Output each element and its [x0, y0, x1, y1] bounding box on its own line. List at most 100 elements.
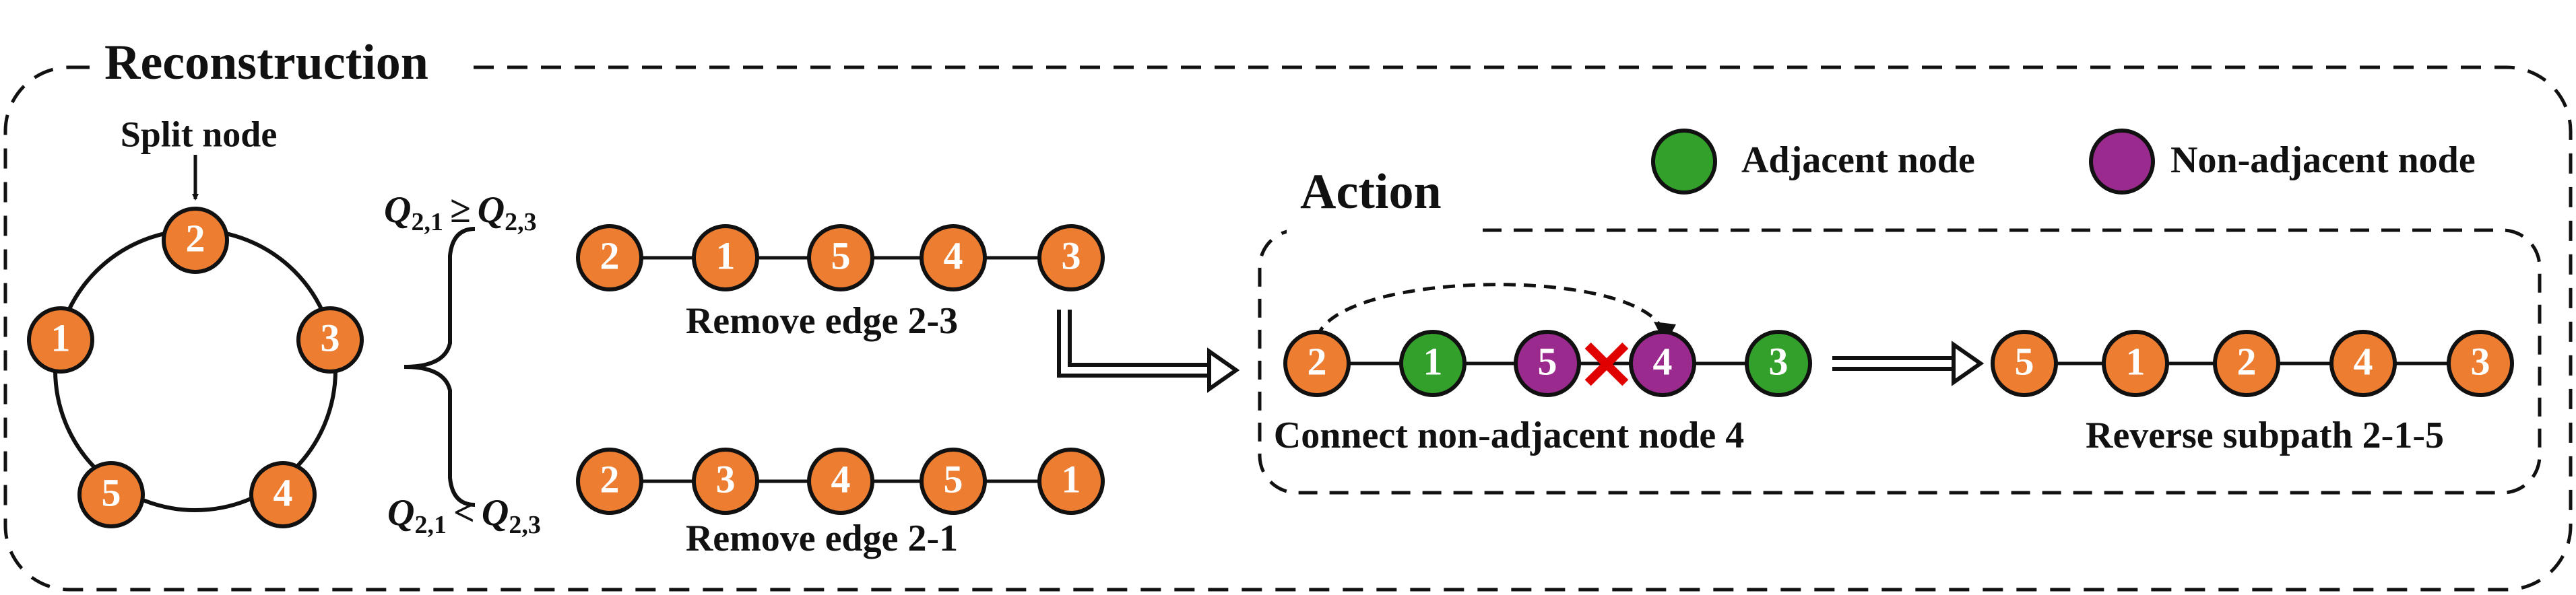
- result-path-node-circle: [2447, 330, 2514, 397]
- reconnect-arc: [1315, 283, 1666, 339]
- action-path-node-label: 3: [1769, 339, 1789, 383]
- path-upper-node-circle: [576, 224, 643, 291]
- result-path-node-label: 3: [2471, 339, 2490, 383]
- action-path-node-circle: [1745, 330, 1812, 397]
- cycle-node-circle: [27, 306, 94, 374]
- cut-mark: ×: [1576, 318, 1638, 405]
- result-path-node-circle: [2329, 330, 2397, 397]
- path-lower-node-label: 3: [716, 457, 736, 501]
- cycle-node-circle: [296, 306, 364, 374]
- legend-adjacent-swatch: [1651, 129, 1717, 195]
- cycle-node-label: 3: [321, 316, 340, 359]
- cycle-graph: 2 3 4 5 1: [27, 207, 364, 528]
- action-path-node: 2: [1283, 330, 1351, 397]
- path-upper-caption: Remove edge 2-3: [686, 300, 958, 342]
- result-path-node-label: 2: [2237, 339, 2257, 383]
- result-path-node: 4: [2329, 330, 2397, 397]
- result-path-caption: Reverse subpath 2-1-5: [2086, 415, 2444, 456]
- path-upper-node: 2: [576, 224, 643, 291]
- cycle-node-label: 4: [273, 470, 293, 514]
- legend: Adjacent node Non-adjacent node: [1651, 129, 2476, 195]
- path-upper-node: 5: [807, 224, 874, 291]
- action-path-node-circle: [1514, 330, 1581, 397]
- path-lower-node-circle: [920, 448, 987, 515]
- result-path-node-label: 5: [2015, 339, 2034, 383]
- path-lower-node-circle: [692, 448, 759, 515]
- action-path-caption: Connect non-adjacent node 4: [1274, 415, 1744, 456]
- path-upper-node-circle: [1037, 224, 1105, 291]
- path-lower-node: 5: [920, 448, 987, 515]
- path-upper-node-label: 1: [716, 234, 736, 277]
- result-path: 5 1 2 4 3: [1991, 330, 2514, 397]
- cycle-node-circle: [77, 461, 145, 528]
- path-lower-node-circle: [576, 448, 643, 515]
- action-path-node: 1: [1399, 330, 1467, 397]
- action-path-node-circle: [1283, 330, 1351, 397]
- result-path-node: 2: [2213, 330, 2280, 397]
- path-lower-node: 4: [807, 448, 874, 515]
- action-path-node-circle: [1399, 330, 1467, 397]
- action-path-node-circle: [1629, 330, 1696, 397]
- cycle-node: 1: [27, 306, 94, 374]
- legend-non-adjacent-swatch: [2089, 129, 2155, 195]
- cycle-node-label: 2: [186, 216, 205, 260]
- action-path-node: 5: [1514, 330, 1581, 397]
- cycle-node-circle: [249, 461, 317, 528]
- result-path-node: 5: [1991, 330, 2058, 397]
- action-path-node-label: 2: [1308, 339, 1327, 383]
- result-path-node-circle: [2213, 330, 2280, 397]
- path-upper: 2 1 5 4 3: [576, 224, 1105, 291]
- reconstruction-frame: [3, 65, 2573, 592]
- path-upper-node-label: 5: [831, 234, 851, 277]
- path-upper-node-circle: [807, 224, 874, 291]
- action-path-node-label: 1: [1423, 339, 1443, 383]
- path-lower-node-label: 5: [944, 457, 963, 501]
- condition-lower: Q2,1<Q2,3: [387, 492, 541, 539]
- action-path: 2 1 5 4 3: [1283, 330, 1812, 397]
- path-lower-node-label: 1: [1062, 457, 1081, 501]
- action-path-node-label: 4: [1653, 339, 1673, 383]
- path-lower: 2 3 4 5 1: [576, 448, 1105, 515]
- path-upper-node-label: 2: [600, 234, 620, 277]
- brace: [404, 227, 476, 507]
- cycle-node-label: 5: [102, 470, 121, 514]
- cycle-node: 4: [249, 461, 317, 528]
- reconstruction-title: Reconstruction: [104, 35, 428, 90]
- cycle-node: 2: [162, 207, 229, 274]
- legend-adjacent-label: Adjacent node: [1741, 139, 1975, 181]
- action-path-node: 3: [1745, 330, 1812, 397]
- cycle-node: 3: [296, 306, 364, 374]
- action-title: Action: [1300, 164, 1442, 219]
- path-lower-node-label: 4: [831, 457, 851, 501]
- path-lower-caption: Remove edge 2-1: [686, 518, 958, 559]
- path-lower-node: 2: [576, 448, 643, 515]
- legend-non-adjacent-label: Non-adjacent node: [2170, 139, 2476, 181]
- path-lower-node-circle: [1037, 448, 1105, 515]
- path-lower-node: 3: [692, 448, 759, 515]
- path-lower-node-label: 2: [600, 457, 620, 501]
- path-lower-node-circle: [807, 448, 874, 515]
- result-path-node: 3: [2447, 330, 2514, 397]
- action-path-node-label: 5: [1538, 339, 1557, 383]
- result-path-node-circle: [2102, 330, 2169, 397]
- path-upper-node-circle: [920, 224, 987, 291]
- result-path-node-circle: [1991, 330, 2058, 397]
- path-upper-node: 1: [692, 224, 759, 291]
- path-upper-node-label: 4: [944, 234, 963, 277]
- cycle-node: 5: [77, 461, 145, 528]
- action-frame: [1258, 228, 2542, 495]
- condition-upper: Q2,1≥Q2,3: [384, 189, 537, 236]
- action-path-node: 4: [1629, 330, 1696, 397]
- path-upper-node-circle: [692, 224, 759, 291]
- cycle-node-label: 1: [51, 316, 71, 359]
- path-lower-node: 1: [1037, 448, 1105, 515]
- result-path-node: 1: [2102, 330, 2169, 397]
- path-upper-node-label: 3: [1062, 234, 1081, 277]
- path-upper-node: 3: [1037, 224, 1105, 291]
- path-upper-node: 4: [920, 224, 987, 291]
- cycle-node-circle: [162, 207, 229, 274]
- split-node-label: Split node: [121, 114, 278, 154]
- result-path-node-label: 1: [2126, 339, 2146, 383]
- result-path-node-label: 4: [2354, 339, 2373, 383]
